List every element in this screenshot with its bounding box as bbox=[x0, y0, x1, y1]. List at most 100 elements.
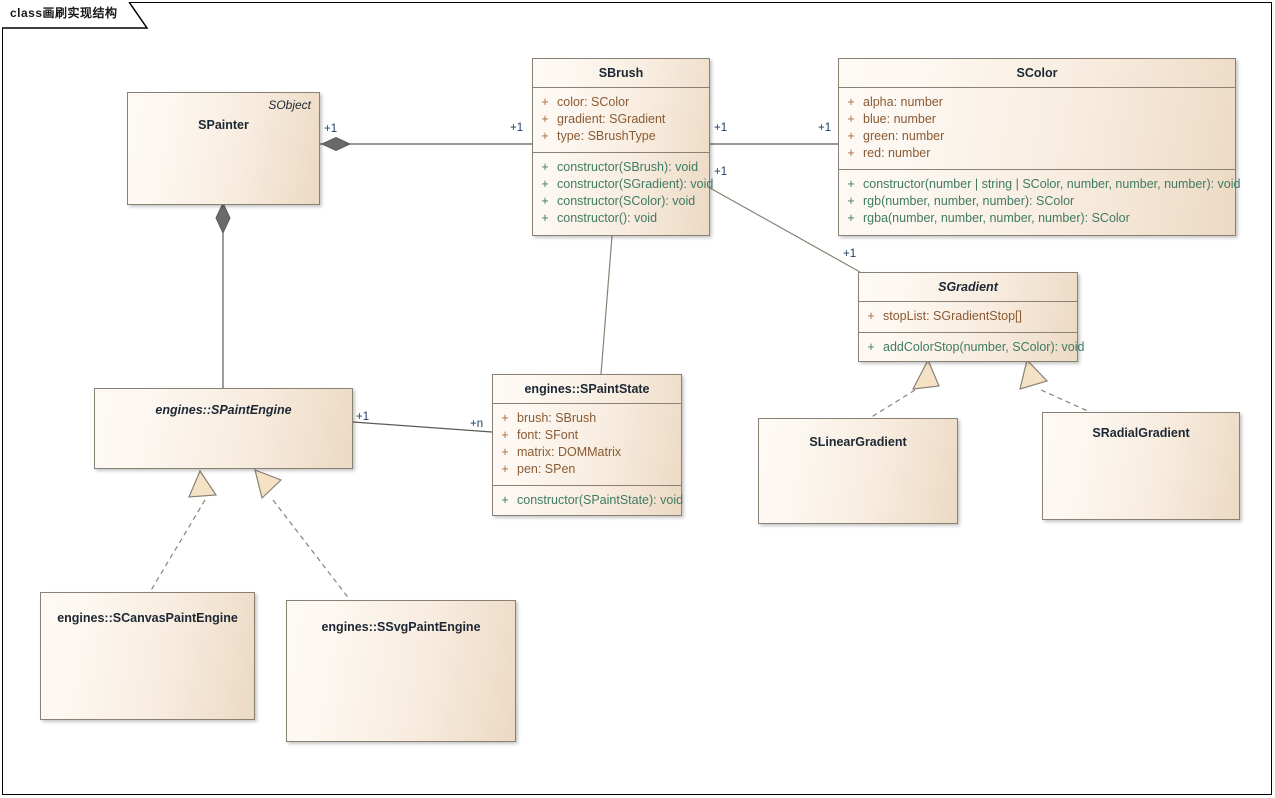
compartment-divider bbox=[859, 301, 1077, 302]
multiplicity-painter-brush-target: +1 bbox=[510, 122, 524, 134]
multiplicity-brush-gradient-target: +1 bbox=[843, 248, 857, 260]
visibility-marker: + bbox=[867, 309, 875, 323]
attribute-label: alpha: number bbox=[863, 95, 943, 109]
attribute-row: + font: SFont bbox=[493, 427, 681, 444]
method-row: + rgba(number, number, number, number): S… bbox=[839, 210, 1235, 227]
visibility-marker: + bbox=[541, 129, 549, 143]
visibility-marker: + bbox=[541, 160, 549, 174]
visibility-marker: + bbox=[501, 411, 509, 425]
attribute-label: font: SFont bbox=[517, 428, 579, 442]
class-box-ssvgpaintengine[interactable]: engines::SSvgPaintEngine bbox=[286, 600, 516, 742]
attribute-label: type: SBrushType bbox=[557, 129, 656, 143]
attribute-label: stopList: SGradientStop[] bbox=[883, 309, 1022, 323]
class-box-slineargradient[interactable]: SLinearGradient bbox=[758, 418, 958, 524]
visibility-marker: + bbox=[541, 95, 549, 109]
method-row: + constructor(SColor): void bbox=[533, 193, 709, 210]
class-title-spaintengine: engines::SPaintEngine bbox=[155, 403, 292, 417]
compartment-divider bbox=[493, 403, 681, 404]
compartment-divider bbox=[533, 152, 709, 153]
methods-compartment-sgradient: + addColorStop(number, SColor): void bbox=[859, 333, 1084, 363]
class-box-scolor[interactable]: SColor + alpha: number + blue: number + gre… bbox=[838, 58, 1241, 236]
visibility-marker: + bbox=[847, 129, 855, 143]
multiplicity-brush-gradient-source: +1 bbox=[714, 166, 728, 178]
attribute-row: + pen: SPen bbox=[493, 461, 681, 478]
method-row: +constructor(number | string | SColor, n… bbox=[839, 176, 1240, 193]
attribute-label: gradient: SGradient bbox=[557, 112, 666, 126]
attribute-row: + matrix: DOMMatrix bbox=[493, 444, 681, 461]
class-title-sradialgradient: SRadialGradient bbox=[1092, 426, 1190, 440]
class-box-spainter[interactable]: SObject SPainter bbox=[127, 92, 320, 205]
compartment-divider bbox=[533, 87, 709, 88]
attribute-label: blue: number bbox=[863, 112, 936, 126]
multiplicity-painter-brush-source: +1 bbox=[324, 123, 338, 135]
attributes-compartment-sgradient: + stopList: SGradientStop[] bbox=[859, 302, 1077, 332]
visibility-marker: + bbox=[847, 211, 855, 225]
visibility-marker: + bbox=[501, 428, 509, 442]
attribute-label: red: number bbox=[863, 146, 931, 160]
method-row: + constructor(): void bbox=[533, 210, 709, 227]
attribute-row: + color: SColor bbox=[533, 94, 709, 111]
method-label: constructor(SBrush): void bbox=[557, 160, 699, 174]
attribute-label: green: number bbox=[863, 129, 945, 143]
method-label: rgba(number, number, number, number): SC… bbox=[863, 211, 1130, 225]
attribute-row: + blue: number bbox=[839, 111, 1235, 128]
methods-compartment-sbrush: + constructor(SBrush): void + constructor(… bbox=[533, 153, 713, 234]
diagram-title: class画刷实现结构 bbox=[10, 6, 118, 20]
visibility-marker: + bbox=[501, 445, 509, 459]
visibility-marker: + bbox=[541, 177, 549, 191]
visibility-marker: + bbox=[847, 112, 855, 126]
methods-compartment-spaintstate: + constructor(SPaintState): void bbox=[493, 486, 684, 516]
class-stereotype-sobject: SObject bbox=[268, 98, 311, 112]
visibility-marker: + bbox=[541, 194, 549, 208]
visibility-marker: + bbox=[847, 95, 855, 109]
class-box-spaintengine[interactable]: engines::SPaintEngine bbox=[94, 388, 353, 469]
method-label: addColorStop(number, SColor): void bbox=[883, 340, 1085, 354]
attribute-row: + green: number bbox=[839, 128, 1235, 145]
compartment-divider bbox=[493, 485, 681, 486]
methods-compartment-scolor: + constructor(number | string | SColor, n… bbox=[839, 170, 1240, 234]
attribute-row: + brush: SBrush bbox=[493, 410, 681, 427]
method-row: + constructor(SBrush): void bbox=[533, 159, 709, 176]
multiplicity-engine-state-source: +1 bbox=[356, 411, 370, 423]
attribute-label: matrix: DOMMatrix bbox=[517, 445, 622, 459]
method-row: + constructor(SGradient): void bbox=[533, 176, 713, 193]
method-row: + constructor(SPaintState): void bbox=[493, 492, 684, 509]
method-label: constructor(): void bbox=[557, 211, 658, 225]
class-box-sradialgradient[interactable]: SRadialGradient bbox=[1042, 412, 1240, 520]
visibility-marker: + bbox=[847, 146, 855, 160]
class-box-scanvaspaintengine[interactable]: engines::SCanvasPaintEngine bbox=[40, 592, 255, 720]
method-row: + addColorStop(number, SColor): void bbox=[859, 339, 1084, 356]
method-label: constructor(SGradient): void bbox=[557, 177, 714, 191]
method-label: rgb(number, number, number): SColor bbox=[863, 194, 1075, 208]
visibility-marker: + bbox=[501, 493, 509, 507]
visibility-marker: + bbox=[541, 211, 549, 225]
method-label: constructor(SPaintState): void bbox=[517, 493, 684, 507]
visibility-marker: + bbox=[501, 462, 509, 476]
class-title-scolor: SColor bbox=[1016, 66, 1058, 80]
method-label: constructor(SColor): void bbox=[557, 194, 696, 208]
compartment-divider bbox=[839, 87, 1235, 88]
attribute-row: + alpha: number bbox=[839, 94, 1235, 111]
multiplicity-engine-state-target: +n bbox=[470, 418, 484, 430]
visibility-marker: + bbox=[847, 194, 855, 208]
attribute-row: + stopList: SGradientStop[] bbox=[859, 308, 1077, 325]
attribute-label: color: SColor bbox=[557, 95, 630, 109]
class-title-scanvaspaintengine: engines::SCanvasPaintEngine bbox=[57, 611, 238, 625]
compartment-divider bbox=[839, 169, 1235, 170]
visibility-marker: + bbox=[867, 340, 875, 354]
attribute-row: +gradient: SGradient bbox=[533, 111, 709, 128]
diagram-frame-tab bbox=[2, 2, 152, 29]
attribute-label: pen: SPen bbox=[517, 462, 576, 476]
attribute-label: brush: SBrush bbox=[517, 411, 597, 425]
method-label: constructor(number | string | SColor, nu… bbox=[863, 177, 1241, 191]
attributes-compartment-sbrush: + color: SColor +gradient: SGradient + typ… bbox=[533, 88, 709, 152]
class-box-sgradient[interactable]: SGradient +stopList: SGradientStop[] +ad… bbox=[858, 272, 1085, 363]
class-title-spainter: SPainter bbox=[198, 118, 249, 132]
compartment-divider bbox=[859, 332, 1077, 333]
attribute-row: + type: SBrushType bbox=[533, 128, 709, 145]
class-box-sbrush[interactable]: SBrush +color: SColor +gradient: SGradie… bbox=[532, 58, 713, 236]
class-title-slineargradient: SLinearGradient bbox=[809, 435, 907, 449]
class-box-spaintstate[interactable]: engines::SPaintState +brush: SBrush +fon… bbox=[492, 374, 684, 516]
